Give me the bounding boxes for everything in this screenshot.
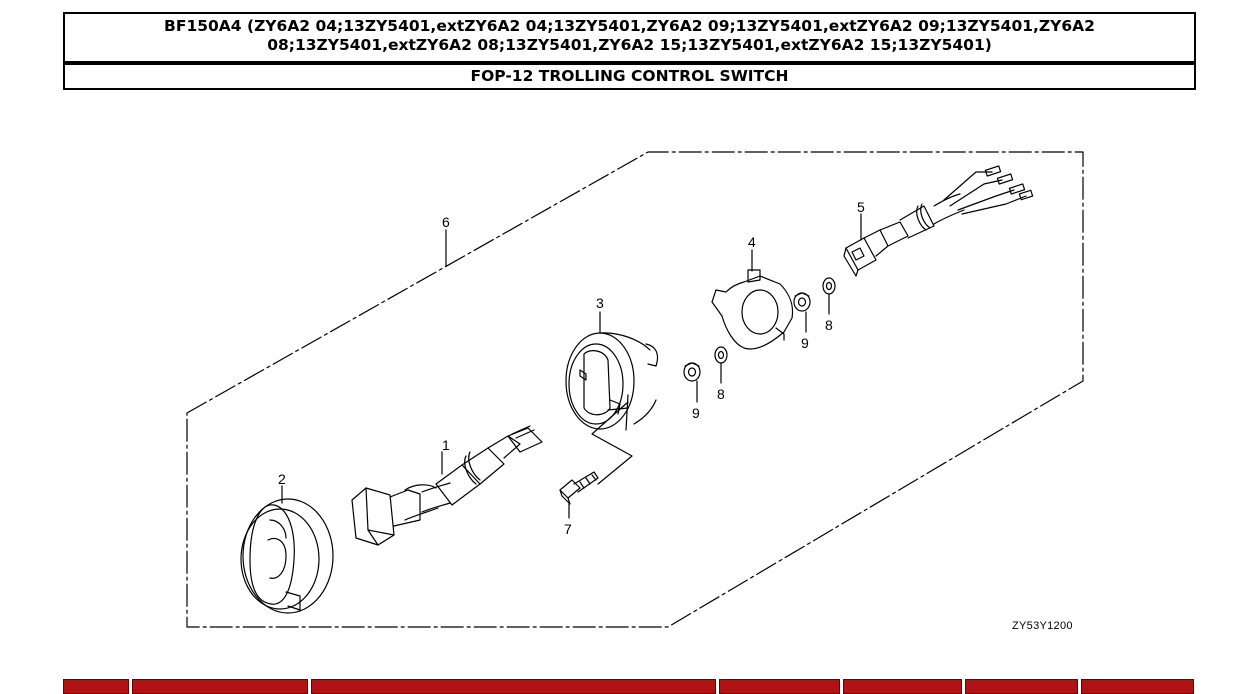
callout-9-lower: 9 (692, 405, 700, 421)
callout-8-upper: 8 (825, 317, 833, 333)
section-title-box: FOP-12 TROLLING CONTROL SWITCH (63, 63, 1196, 90)
callout-9-upper: 9 (801, 335, 809, 351)
table-header-cell (719, 679, 840, 694)
parts-table-header-row (0, 679, 1260, 694)
table-header-cell (63, 679, 129, 694)
part-4-plate (711, 249, 794, 350)
part-2-knob-cover (240, 485, 334, 614)
part-5-connector-harness (843, 165, 1034, 277)
table-header-cell (1081, 679, 1194, 694)
table-header-cell (965, 679, 1078, 694)
part-9-nut-upper (793, 292, 811, 333)
model-header: BF150A4 (ZY6A2 04;13ZY5401,extZY6A2 04;1… (63, 12, 1196, 63)
part-9-nut-lower (683, 362, 701, 403)
part-7-screw (559, 471, 599, 519)
table-header-cell (311, 679, 716, 694)
callout-3: 3 (596, 295, 604, 311)
part-3-housing (565, 311, 659, 485)
callout-2: 2 (278, 471, 286, 487)
callout-1: 1 (442, 437, 450, 453)
table-header-cell (843, 679, 962, 694)
callout-5: 5 (857, 199, 865, 215)
table-header-cell (132, 679, 308, 694)
callout-8-lower: 8 (717, 386, 725, 402)
model-line: BF150A4 (ZY6A2 04;13ZY5401,extZY6A2 04;1… (164, 17, 1095, 54)
assembly-boundary (186, 151, 1084, 628)
callout-4: 4 (748, 234, 756, 250)
part-8-washer-lower (714, 346, 728, 384)
callout-6: 6 (442, 214, 450, 230)
diagram-reference-code: ZY53Y1200 (1012, 620, 1073, 632)
part-8-washer-upper (822, 277, 836, 315)
part-1-switch-harness (351, 425, 543, 546)
section-title: FOP-12 TROLLING CONTROL SWITCH (470, 67, 789, 85)
callout-7: 7 (564, 521, 572, 537)
